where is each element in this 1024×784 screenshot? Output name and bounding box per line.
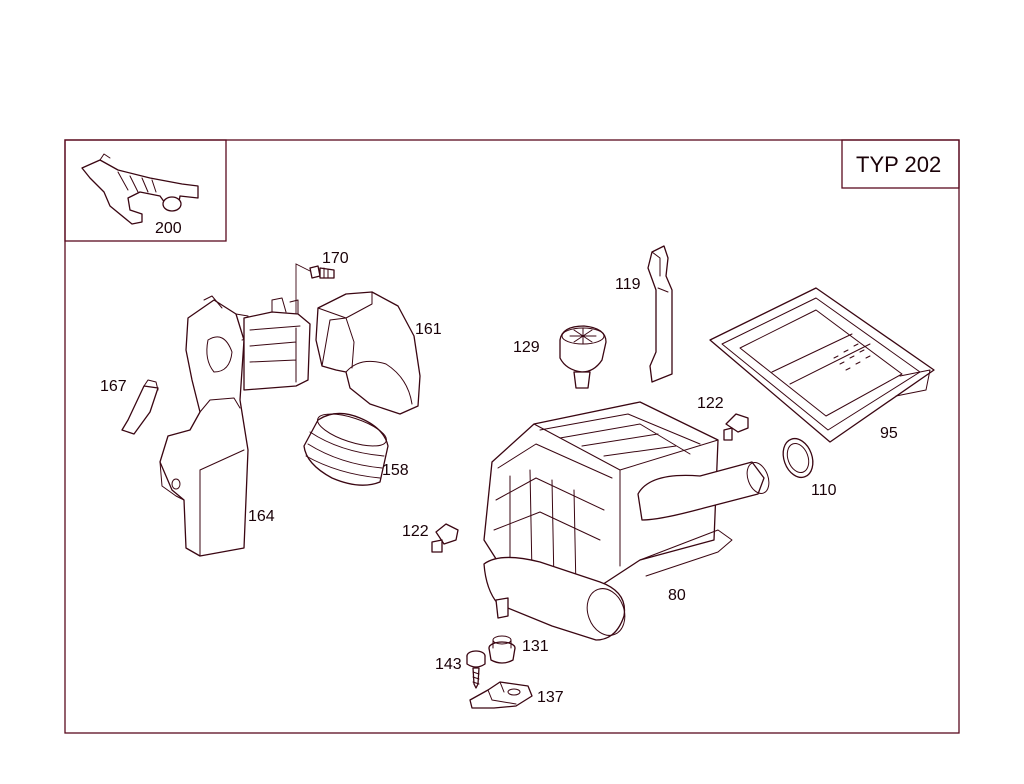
callout-129: 129 <box>513 339 540 356</box>
part-164-air-duct[interactable] <box>159 295 251 557</box>
part-167-clip[interactable] <box>121 379 159 435</box>
diagram-frame <box>64 139 960 734</box>
part-110-seal[interactable] <box>778 434 818 481</box>
callout-80: 80 <box>668 587 686 604</box>
part-170-bolt[interactable] <box>295 263 335 316</box>
callout-137: 137 <box>537 689 564 706</box>
variant-box <box>841 139 960 189</box>
callout-143: 143 <box>435 656 462 673</box>
part-95-filter[interactable] <box>709 287 935 443</box>
callout-200: 200 <box>155 220 182 237</box>
part-129-valve[interactable] <box>559 325 607 389</box>
part-80-housing[interactable] <box>483 401 773 641</box>
callout-164: 164 <box>248 508 275 525</box>
callout-110: 110 <box>811 482 837 499</box>
callout-170: 170 <box>322 250 349 267</box>
callout-122-upper: 122 <box>697 395 724 412</box>
part-122-clamp-lower[interactable] <box>431 523 459 553</box>
callout-119: 119 <box>615 276 641 293</box>
callout-131: 131 <box>522 638 549 655</box>
part-200-sensor[interactable] <box>81 153 199 225</box>
variant-label: TYP 202 <box>856 152 941 177</box>
callout-158: 158 <box>382 462 409 479</box>
part-143-screw[interactable] <box>466 650 486 689</box>
part-119-strap[interactable] <box>647 245 673 383</box>
part-131-grommet[interactable] <box>488 635 516 664</box>
part-161-elbow[interactable] <box>315 291 421 415</box>
callout-161: 161 <box>415 321 442 338</box>
callout-167: 167 <box>100 378 127 395</box>
part-122-clamp-upper[interactable] <box>723 413 749 441</box>
callout-95: 95 <box>880 425 898 442</box>
part-137-bracket[interactable] <box>469 681 533 709</box>
inset-box <box>64 139 227 242</box>
part-164-duct-neck[interactable] <box>243 297 311 391</box>
callout-122-lower: 122 <box>402 523 429 540</box>
part-158-bellows[interactable] <box>303 407 390 486</box>
